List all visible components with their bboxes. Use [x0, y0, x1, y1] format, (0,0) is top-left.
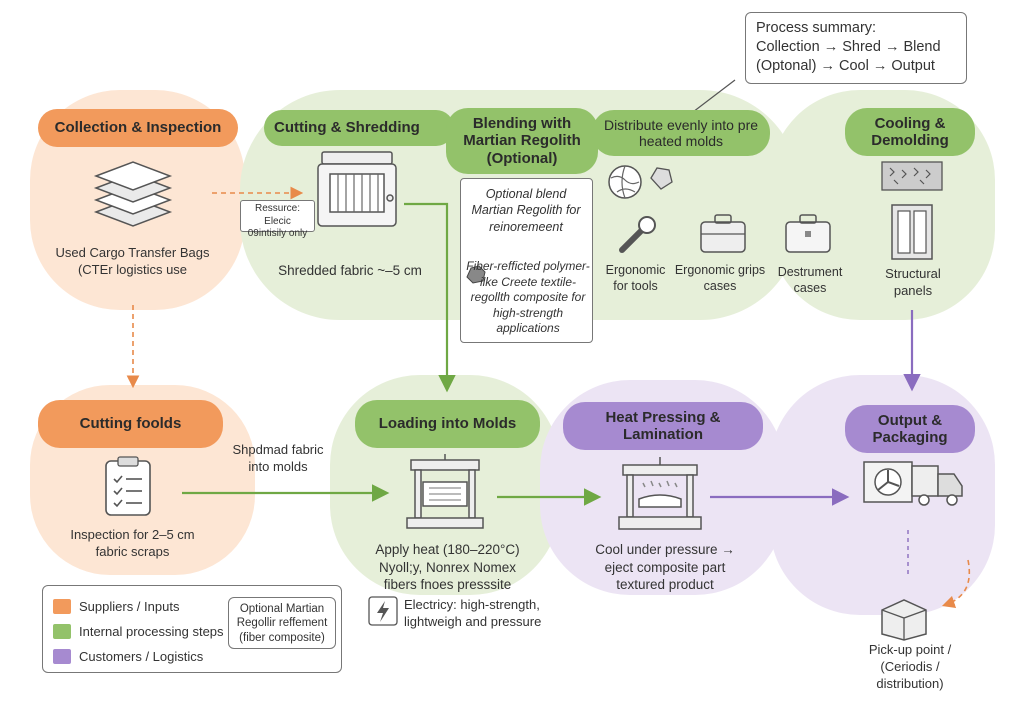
- briefcase-icon: [700, 214, 746, 253]
- legend-item-customers: Customers / Logistics: [53, 644, 331, 669]
- summary-line-2: Collection → Shred → Blend: [756, 38, 941, 55]
- press-machine-icon: [406, 454, 484, 529]
- legend-item-internal: Internal processing steps: [53, 619, 331, 644]
- rock-chunk-icon: [650, 167, 673, 190]
- cutting-folds-caption: Inspection for 2–5 cm fabric scraps: [70, 527, 195, 559]
- lightning-icon: [368, 596, 398, 626]
- collection-inspection-pill: Collection & Inspection: [38, 109, 238, 147]
- pressing-caption: Cool under pressure → eject composite pa…: [595, 542, 735, 593]
- electric-note: Electricy: high-strength, lightweigh and…: [404, 597, 542, 629]
- heat-press-icon: [618, 457, 702, 530]
- blending-pill: Blending with Martian Regolith (Optional…: [446, 108, 598, 174]
- distribute-pill: Distribute evenly into pre heated molds: [592, 110, 770, 156]
- collection-caption: Used Cargo Transfer Bags (CTEr logistics…: [55, 245, 210, 277]
- case-icon: [785, 214, 831, 253]
- blending-note-2: Fiber-refficted polymer-ilke Creete text…: [466, 259, 590, 336]
- regolith-globe-icon: [608, 165, 642, 199]
- cutting-shredding-pill: Cutting & Shredding: [264, 110, 454, 146]
- loading-caption: Apply heat (180–220°C) Nyoll;y, Nonrex N…: [375, 542, 520, 593]
- cutting-folds-pill: Cutting foolds: [38, 400, 223, 448]
- ergonomic-tools-label: Ergonomic for tools: [605, 263, 666, 294]
- summary-title: Process summary:: [756, 20, 877, 36]
- box-icon: [881, 599, 927, 641]
- legend-label-customers: Customers / Logistics: [79, 649, 204, 664]
- stacked-bags-icon: [93, 161, 173, 227]
- process-summary-box: Process summary: Collection → Shred → Bl…: [745, 12, 967, 84]
- loading-arrow-label: Shpdmad fabric into molds: [232, 442, 324, 474]
- legend-optional-text: Optional Martian Regollir reffement (fib…: [236, 603, 328, 644]
- output-packaging-pill: Output & Packaging: [845, 405, 975, 453]
- rock-icon: [466, 265, 486, 284]
- legend-swatch-green: [53, 624, 71, 639]
- blending-notes-box: [460, 178, 593, 343]
- wrench-icon: [619, 216, 656, 253]
- destrument-cases-label: Destrument cases: [777, 265, 843, 296]
- legend-swatch-orange: [53, 599, 71, 614]
- heat-pressing-pill: Heat Pressing & Lamination: [563, 402, 763, 450]
- legend-label-suppliers: Suppliers / Inputs: [79, 599, 180, 614]
- clipboard-icon: [105, 456, 151, 516]
- legend-optional-note: Optional Martian Regollir reffement (fib…: [228, 597, 336, 649]
- legend-swatch-purple: [53, 649, 71, 664]
- pickup-caption: Pick-up point / (Ceriodis / distribution…: [868, 642, 952, 691]
- shredder-machine-icon: [317, 151, 397, 227]
- blending-note-1: Optional blend Martian Regolith for rein…: [471, 187, 581, 234]
- legend-item-suppliers: Suppliers / Inputs: [53, 594, 331, 619]
- legend-label-internal: Internal processing steps: [79, 624, 224, 639]
- ergonomic-grips-label: Ergonomic grips cases: [674, 263, 766, 294]
- loading-molds-pill: Loading into Molds: [355, 400, 540, 448]
- shredding-caption: Shredded fabric ~–5 cm: [278, 263, 422, 278]
- cooling-demolding-pill: Cooling & Demolding: [845, 108, 975, 156]
- shredder-resource-note: Ressurce: Elecic 09intisily only: [240, 200, 315, 239]
- structural-panels-label: Structural panels: [885, 266, 941, 298]
- rock-texture-icon: [881, 161, 943, 191]
- panel-icon: [891, 204, 933, 260]
- summary-line-3: (Optonal) → Cool → Output: [756, 57, 935, 74]
- shredder-resource-text: Ressurce: Elecic 09intisily only: [247, 203, 308, 239]
- delivery-truck-icon: [863, 461, 963, 506]
